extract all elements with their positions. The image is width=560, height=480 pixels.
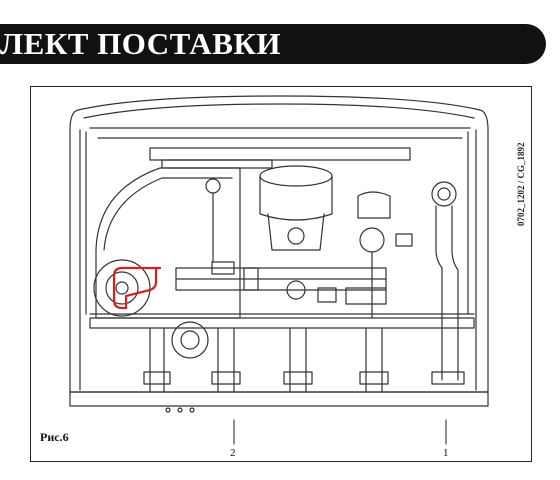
callout-2: 2 (230, 447, 236, 459)
pipe-right-top (431, 181, 457, 207)
chamber-outline (95, 167, 241, 319)
header-band (0, 24, 546, 64)
lower-frame (89, 317, 475, 329)
base-plate (69, 391, 489, 407)
figure-label: Рис.6 (40, 430, 69, 444)
callout-1: 1 (443, 447, 449, 459)
sensor-top (205, 178, 221, 194)
burner-circle (93, 259, 151, 317)
page-title: ЛЕКТ ПОСТАВКИ (0, 26, 281, 61)
pump-motor (259, 165, 333, 187)
casing-top (69, 95, 489, 393)
highlighted-pipe (112, 266, 162, 310)
figure-frame (30, 86, 532, 462)
